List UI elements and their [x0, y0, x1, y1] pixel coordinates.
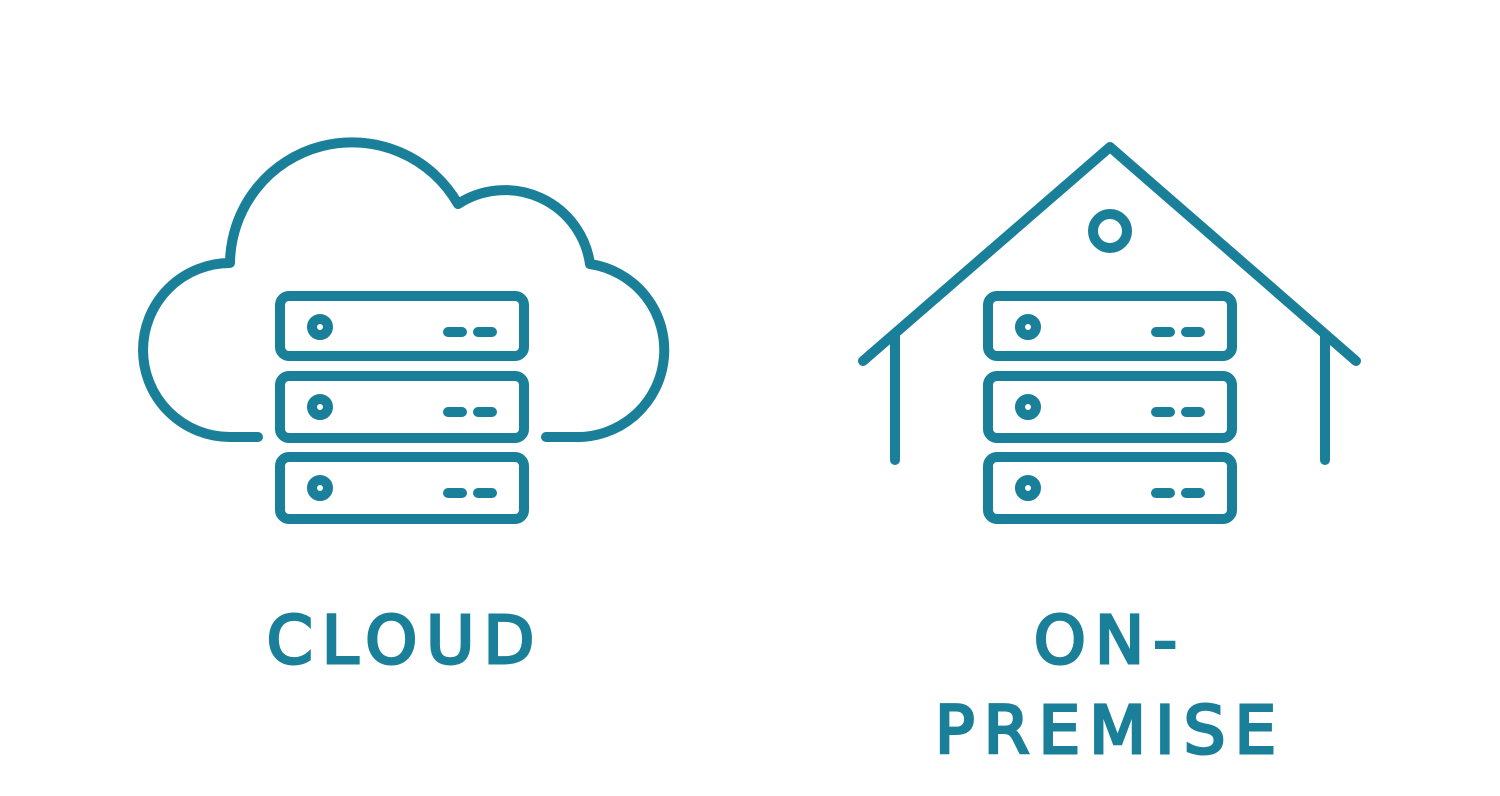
house-roof-icon — [858, 142, 1361, 366]
server-unit-middle — [983, 371, 1237, 443]
server-led-icon — [307, 475, 333, 501]
cloud-server-icon — [138, 137, 670, 524]
server-unit-middle — [275, 371, 529, 443]
house-window-icon — [1088, 209, 1132, 253]
on-premise-label: ON-PREMISE — [933, 601, 1286, 771]
server-unit-bottom — [275, 452, 529, 524]
server-rack-icon — [983, 291, 1237, 524]
server-unit-bottom — [983, 452, 1237, 524]
server-led-icon — [307, 394, 333, 420]
server-led-icon — [1015, 314, 1041, 340]
server-led-icon — [307, 314, 333, 340]
server-led-icon — [1015, 394, 1041, 420]
cloud-label: CLOUD — [265, 601, 544, 681]
server-led-icon — [1015, 475, 1041, 501]
cloud-outline-icon — [138, 137, 670, 443]
server-unit-top — [275, 291, 529, 361]
house-server-icon — [858, 142, 1361, 524]
server-unit-top — [983, 291, 1237, 361]
server-rack-icon — [275, 291, 529, 524]
